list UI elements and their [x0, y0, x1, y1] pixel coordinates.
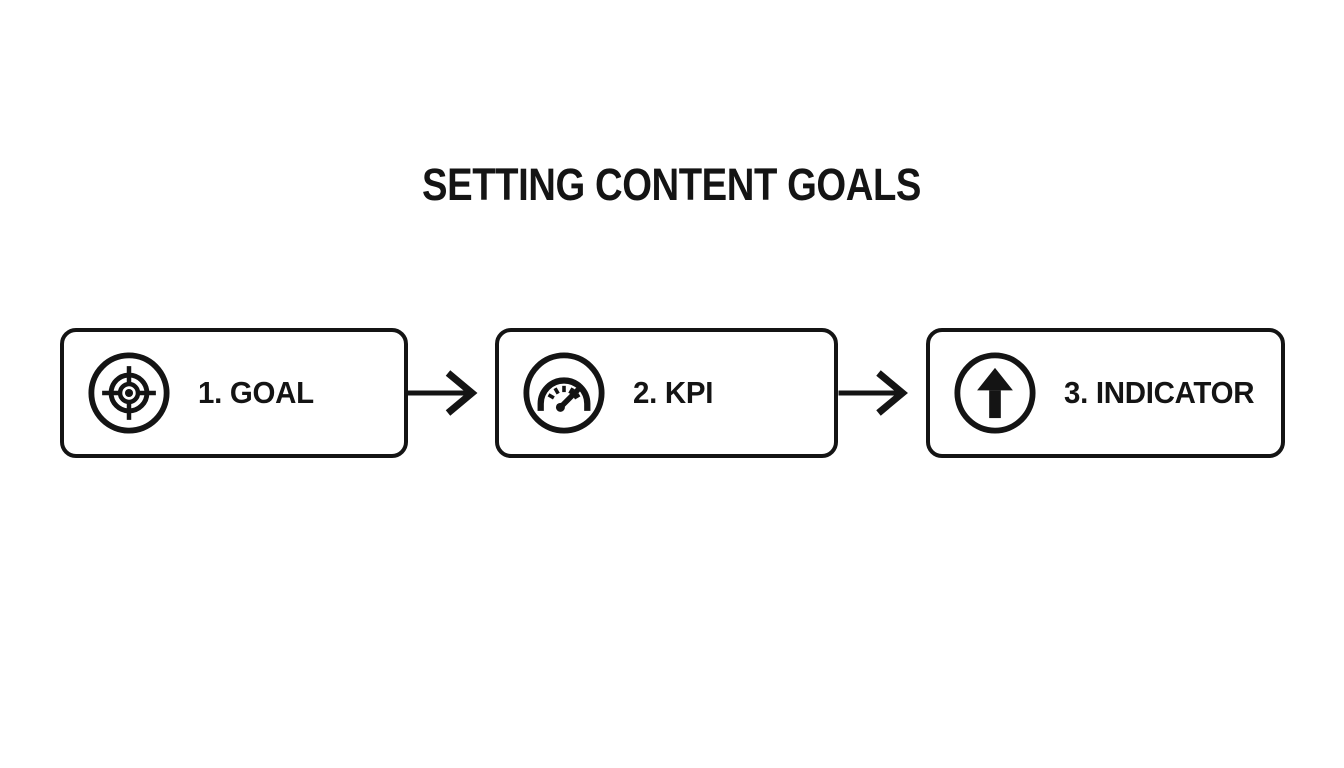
- step-label-indicator: 3. INDICATOR: [1064, 375, 1255, 410]
- diagram-title: SETTING CONTENT GOALS: [0, 162, 1344, 218]
- step-box-indicator: 3. INDICATOR: [926, 328, 1285, 458]
- step-label-goal: 1. GOAL: [198, 375, 314, 410]
- step-box-goal: 1. GOAL: [60, 328, 408, 458]
- gauge-icon: [521, 350, 607, 436]
- step-box-kpi: 2. KPI: [495, 328, 838, 458]
- diagram-title-text: SETTING CONTENT GOALS: [422, 159, 922, 210]
- arrow-up-icon: [952, 350, 1038, 436]
- step-label-kpi: 2. KPI: [633, 375, 714, 410]
- target-icon: [86, 350, 172, 436]
- connector-arrow-icon: [838, 365, 926, 421]
- connector-arrow-icon: [408, 365, 495, 421]
